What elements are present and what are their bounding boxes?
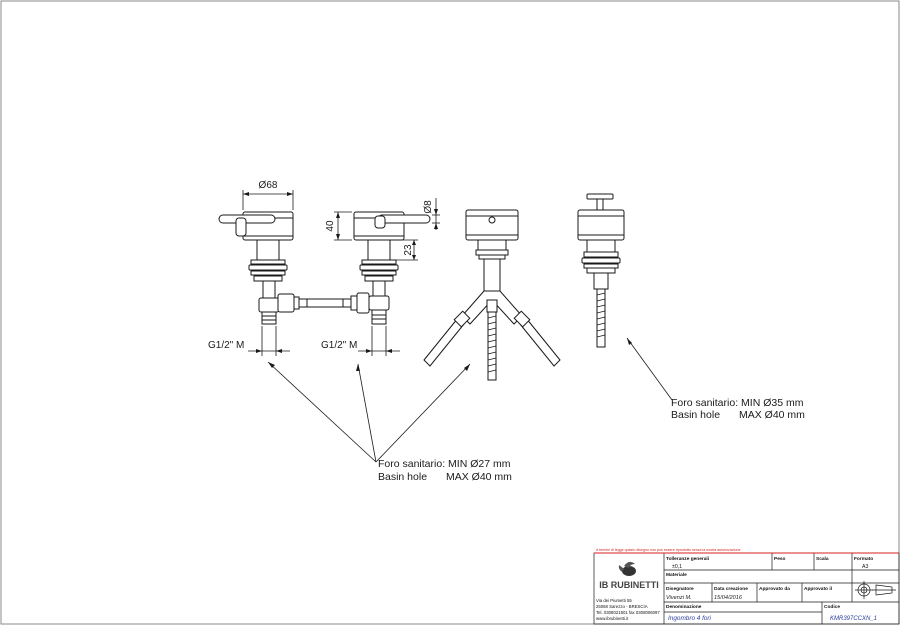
value-data-creazione: 15/04/2016: [714, 595, 743, 601]
dim-height-23: 23: [403, 244, 414, 256]
note-right-line1: Foro sanitario: MIN Ø35 mm: [671, 397, 804, 409]
spout-hose-ribs: [487, 315, 497, 373]
title-block: A termini di legge questo disegno non pu…: [593, 548, 900, 625]
view-mixer-right: [353, 211, 431, 325]
address-line-3: Tel. 0308021501 fax 0308006097: [596, 610, 660, 615]
dimension-arrows: [243, 192, 632, 371]
value-tolleranze: ±0,1: [672, 564, 682, 570]
dimension-lines: [242, 190, 673, 463]
dim-thread-left: G1/2" M: [208, 340, 244, 351]
dim-height-40: 40: [325, 220, 336, 232]
note-right-basin-label: Basin hole: [671, 409, 720, 421]
dim-thread-right: G1/2" M: [321, 340, 357, 351]
copyright-warning: A termini di legge questo disegno non pu…: [596, 548, 740, 552]
header-tolleranze: Tolleranze generali: [666, 556, 709, 562]
note-left-line1: Foro sanitario: MIN Ø27 mm: [378, 458, 511, 470]
note-left-basin-label: Basin hole: [378, 471, 427, 483]
address-line-4: www.ibrubinetti.it: [596, 616, 629, 621]
header-materiale: Materiale: [666, 572, 687, 578]
header-codice: Codice: [824, 604, 840, 610]
value-disegnatore: Vivenzi M.: [666, 595, 692, 601]
value-codice: KMR397CCXN_1: [830, 616, 877, 622]
address-line-2: 25068 Sarezzo - BRESCIA: [596, 604, 648, 609]
header-scala: Scala: [816, 556, 829, 562]
view-diverter: [577, 193, 625, 348]
address-line-1: Via dei Piumetti 55: [596, 598, 632, 603]
header-formato: Formato: [854, 556, 873, 562]
dim-diameter-68: Ø68: [259, 180, 278, 191]
view-spout-branches: [423, 209, 561, 381]
dim-diameter-8: Ø8: [423, 200, 434, 214]
brand-name: IB RUBINETTI: [599, 580, 659, 590]
header-disegnatore: Disegnatore: [666, 586, 694, 592]
value-denominazione: Ingombro 4 fori: [668, 615, 712, 622]
note-right-basin-value: MAX Ø40 mm: [739, 409, 805, 421]
header-denominazione: Denominazione: [666, 604, 702, 610]
view-mixer-left: [218, 211, 370, 325]
header-approvato-da: Approvato da: [759, 586, 790, 592]
header-peso: Peso: [774, 556, 786, 562]
note-left-basin-value: MAX Ø40 mm: [446, 471, 512, 483]
value-formato: A3: [862, 564, 868, 570]
diverter-hose-ribs: [596, 292, 606, 338]
brand-logo-icon: [618, 561, 636, 576]
header-approvato-il: Approvato il: [804, 586, 832, 592]
header-data-creazione: Data creazione: [714, 586, 748, 592]
